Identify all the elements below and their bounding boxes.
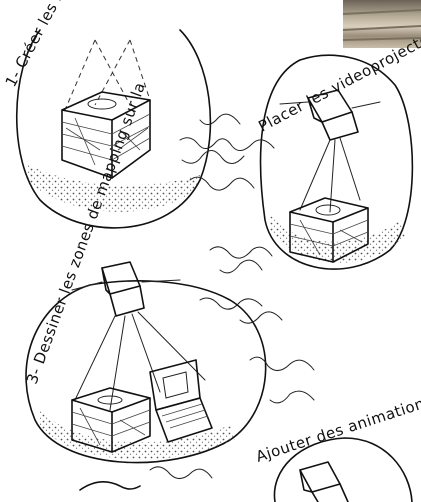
bubble-step-3: 3- Dessiner les zones de mapping sur la: [23, 80, 266, 463]
scribble-mark: [80, 482, 140, 490]
scribble-connector: [150, 114, 314, 478]
projector-3: [72, 262, 180, 316]
bubble-step-4: Ajouter des animations: [254, 392, 421, 502]
laptop-icon: [150, 360, 212, 442]
bubble-step-2: Placer les videoprojecteurs: [255, 18, 421, 269]
projector-4: [300, 462, 348, 502]
step-1-label: 1- Créer les surfaces de mapping: [2, 0, 142, 90]
step-3-label: 3- Dessiner les zones de mapping sur la: [23, 80, 149, 387]
